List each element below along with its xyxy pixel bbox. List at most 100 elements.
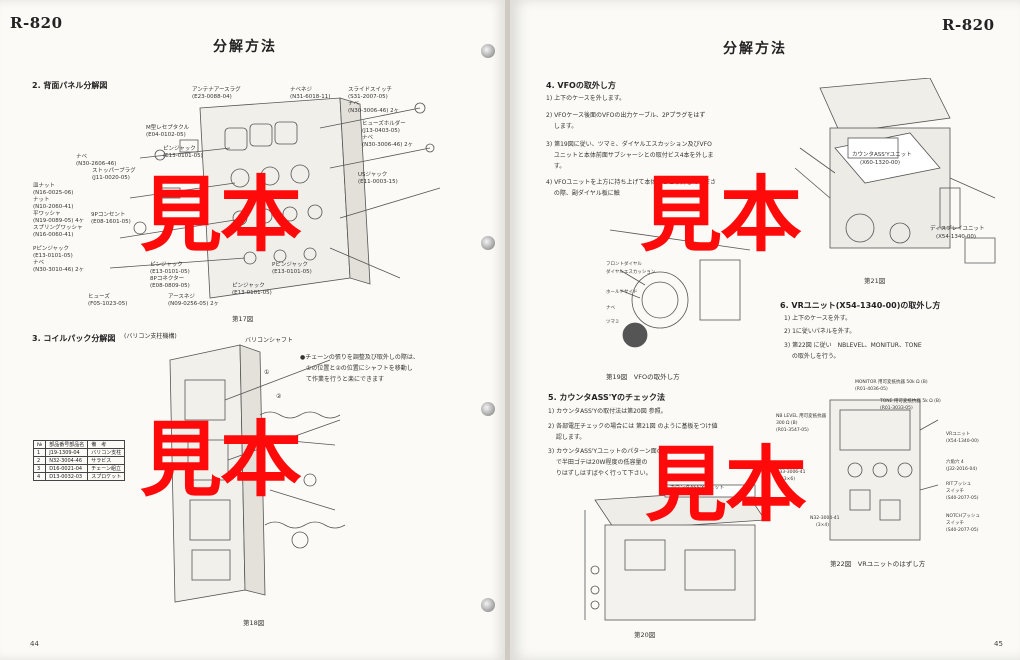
- parts-table: № 部品番号部品名 備 考 1 J19-1309-04 バリコン支柱 2 N32…: [32, 440, 126, 481]
- step-text: りはずしはすばやく行って下さい。: [548, 470, 652, 477]
- figure-label: (R01-4036-05): [855, 387, 888, 392]
- figure-label: RITプッシュ: [946, 482, 972, 487]
- part-label: アースネジ: [168, 294, 195, 300]
- step-text: 2) VFOケース後面のVFOの出力ケーブル、2Pプラグをはず: [546, 112, 706, 119]
- part-label: 9Pコンセント: [91, 212, 126, 218]
- table-cell: 3: [32, 464, 47, 473]
- counter-check-diagram: [584, 484, 766, 621]
- figure-label: (3×6): [782, 477, 796, 482]
- part-number: (N31-6018-11): [290, 94, 331, 100]
- figure-label: N32-3004-41: [810, 516, 840, 521]
- table-header-cell: 部品番号部品名: [45, 440, 89, 449]
- binder-hole: [481, 236, 495, 250]
- part-label: ストッパープラグ: [92, 168, 136, 174]
- sample-watermark: 見本: [640, 168, 802, 263]
- vr-unit-diagram: [829, 399, 939, 541]
- shaft-label: バリコンシャフト: [245, 337, 294, 344]
- part-number: (E08-0809-05): [150, 283, 190, 289]
- figure-label: (X54-1340-00): [946, 439, 979, 444]
- part-label: Pピンジャック: [272, 262, 309, 268]
- figure-label: TONE 用可変抵抗器 5k Ω (B): [880, 399, 941, 404]
- vfo-removal-diagram: [609, 229, 751, 348]
- table-header-cell: №: [32, 440, 47, 449]
- page-number: 44: [30, 640, 39, 648]
- step-text: 1) カウンタASS'Yの取付法は第20図 参照。: [548, 408, 667, 415]
- step-text: 認します。: [548, 434, 586, 441]
- step-text: で半田ゴテは20W程度の低容量の: [548, 459, 648, 466]
- figure-label: カウンタASS'Yユニット: [852, 152, 912, 158]
- section-subheading: (バリコン支柱機構): [124, 333, 177, 340]
- step-text: 1) 上下のケースを外します。: [546, 95, 626, 102]
- table-cell: スプロケット: [87, 472, 126, 481]
- table-cell: D13-0032-03: [45, 472, 89, 481]
- part-label: ヒューズ: [88, 294, 110, 300]
- figure-label: (R01-3547-05): [776, 428, 809, 433]
- right-page: R-820 分解方法 4. VFOの取外し方 1) 上下のケースを外します。 2…: [510, 0, 1020, 660]
- section-heading: 3. コイルパック分解図: [32, 334, 116, 343]
- marker: ①: [264, 369, 270, 376]
- coil-pack-diagram: [169, 344, 346, 603]
- note-line: て作業を行うと楽にできます: [306, 376, 385, 383]
- figure-label: フロントダイヤル: [606, 262, 642, 267]
- part-label: ナベ: [76, 154, 88, 160]
- step-text: の際、副ダイヤル板に触: [546, 190, 620, 197]
- table-row: 2 N32-3004-46 サラビス: [32, 456, 126, 465]
- part-number: (N30-3006-46) 2ヶ: [362, 142, 414, 148]
- part-label: ナベ: [33, 260, 45, 266]
- step-text: の取外しを行う。: [784, 353, 840, 360]
- sample-watermark: 見本: [140, 413, 302, 508]
- part-label: ナベ: [348, 101, 360, 107]
- part-number: (N30-3010-46) 2ヶ: [33, 267, 85, 273]
- part-number: (E04-0102-05): [146, 132, 186, 138]
- table-cell: 4: [32, 472, 47, 481]
- figure-label: (J32-2016-04): [946, 467, 977, 472]
- part-label: 8Pコネクター: [150, 276, 185, 282]
- figure-label: NOTCHプッシュ: [946, 514, 980, 519]
- part-number: (S31-2007-05): [348, 94, 388, 100]
- figure-label: (S40-2077-05): [946, 528, 979, 533]
- table-cell: チェーン組立: [87, 464, 126, 473]
- part-label: M型レセプタクル: [146, 125, 190, 131]
- figure-label: ナベ: [606, 306, 615, 311]
- table-cell: J19-1309-04: [45, 448, 89, 457]
- part-number: (E13-0101-05): [272, 269, 312, 275]
- section-heading: 4. VFOの取外し方: [546, 81, 616, 90]
- part-number: (E13-0101-05): [33, 253, 73, 259]
- section-heading: 5. カウンタASS'Yのチェック法: [548, 393, 665, 402]
- step-text: 1) 上下のケースを外す。: [784, 315, 852, 322]
- step-text: す。: [546, 163, 566, 170]
- table-header-cell: 備 考: [87, 440, 126, 449]
- figure-label: ディスプレイユニット: [930, 226, 985, 232]
- figure-label: N33-3006-41: [776, 470, 806, 475]
- table-row: 1 J19-1309-04 バリコン支柱: [32, 448, 126, 457]
- figure-label: (S40-2077-05): [946, 496, 979, 501]
- section-heading: 2. 背面パネル分解図: [32, 81, 108, 90]
- sample-watermark: 見本: [140, 168, 302, 263]
- figure-label: 300 Ω (B): [776, 421, 798, 426]
- figure-label: (3×4): [816, 523, 830, 528]
- table-cell: 2: [32, 456, 47, 465]
- part-label: ピンジャック: [232, 283, 265, 289]
- part-number: (N16-0025-06): [33, 190, 74, 196]
- figure-caption: 第18図: [243, 619, 265, 627]
- binder-hole: [481, 44, 495, 58]
- page-title: 分解方法: [723, 41, 787, 57]
- part-label: ナベ: [362, 135, 374, 141]
- step-text: ユニットと本体前面サブシャーシとの取付ビス4本を外しま: [546, 152, 714, 159]
- table-cell: N32-3004-46: [45, 456, 89, 465]
- table-cell: 1: [32, 448, 47, 457]
- part-label: 皿ナット: [33, 183, 56, 189]
- figure-label: 六角穴 4: [946, 460, 964, 465]
- figure-label: (R01-3033-05): [880, 406, 913, 411]
- table-cell: サラビス: [87, 456, 126, 465]
- figure-caption: 第20図: [634, 631, 656, 639]
- figure-caption: 第22図 VRユニットのはずし方: [830, 560, 926, 568]
- figure-label: MONITOR 用可変抵抗器 50k Ω (B): [855, 380, 928, 385]
- counter-unit-diagram: [794, 78, 996, 264]
- note-line: ●チェーンの張りを調整及び取外しの際は、: [300, 354, 419, 361]
- figure-caption: 第19図 VFOの取外し方: [606, 373, 680, 381]
- table-header-row: № 部品番号部品名 備 考: [32, 440, 126, 449]
- step-text: 2) 1に従いパネルを外す。: [784, 328, 856, 335]
- step-text: 3) 第19図に従い、ツマミ、ダイヤルエスカッション及びVFO: [546, 141, 712, 148]
- part-label: ヒューズホルダー: [362, 121, 406, 127]
